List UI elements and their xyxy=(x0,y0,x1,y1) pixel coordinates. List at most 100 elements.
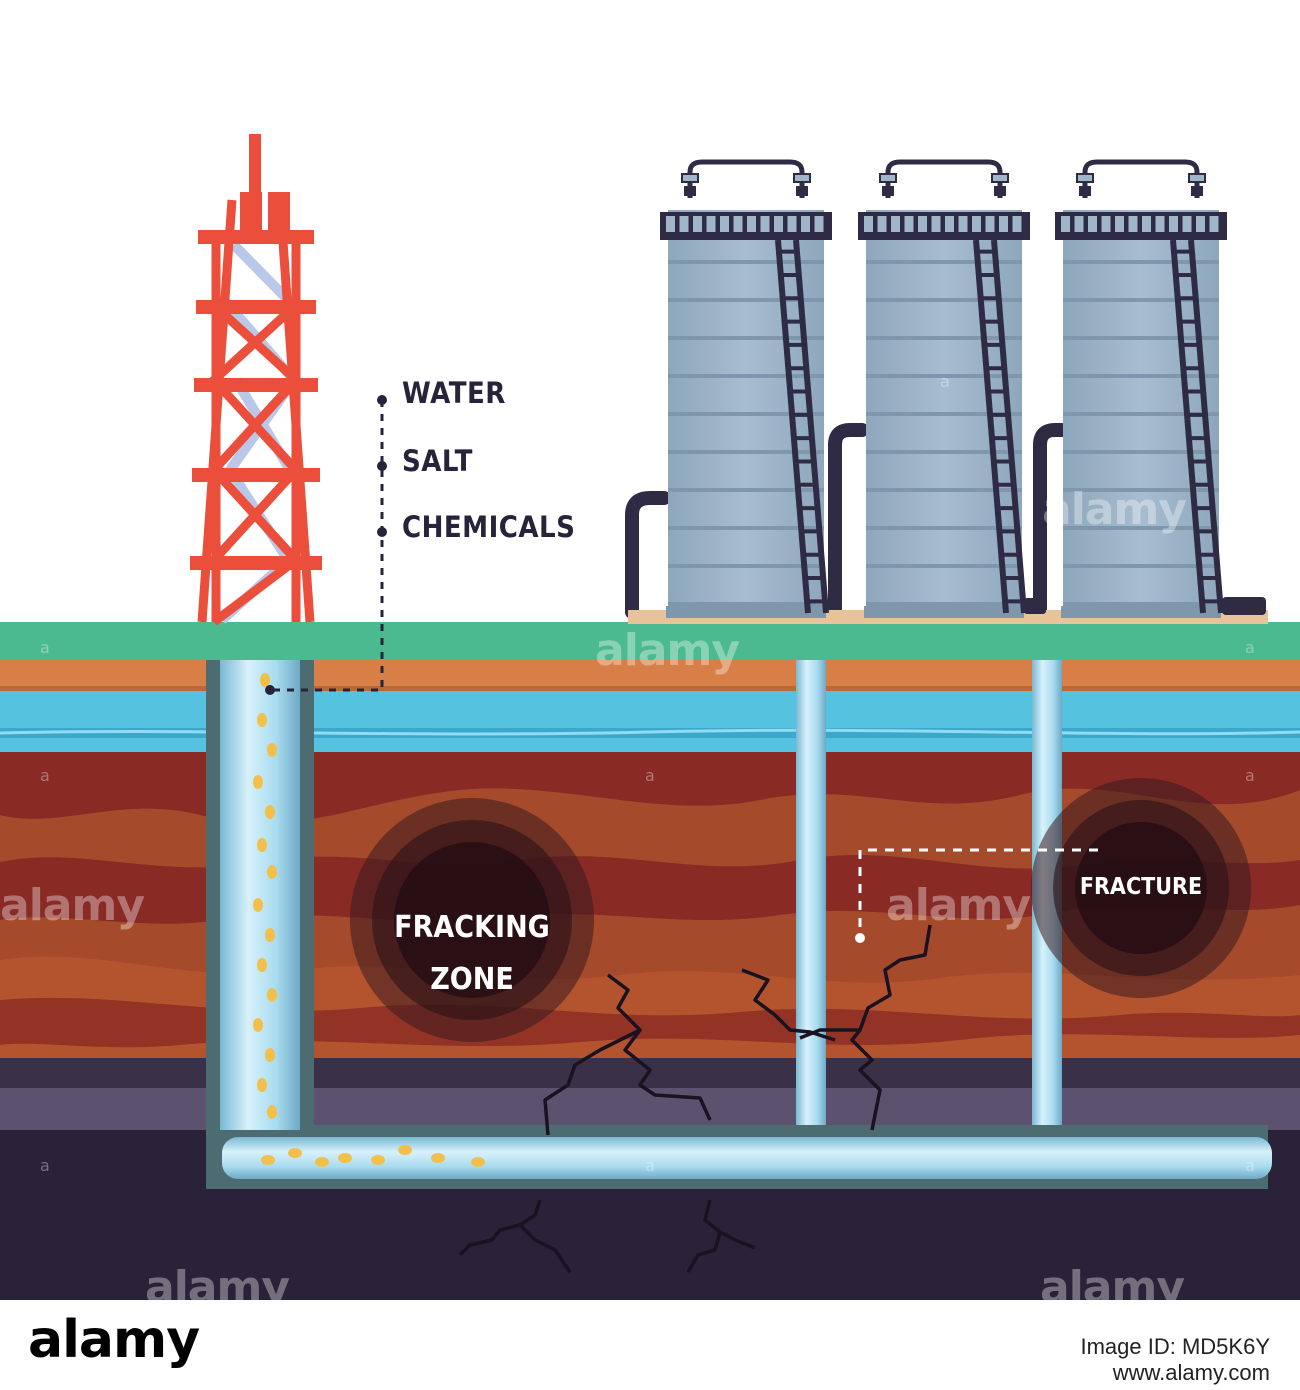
fluid-bead xyxy=(471,1157,485,1167)
tank-base xyxy=(666,606,826,618)
tank-roof-window xyxy=(931,216,941,232)
tank-ring xyxy=(1063,374,1219,378)
tank-ring xyxy=(668,298,824,302)
tank-ring xyxy=(866,526,1022,530)
rock-wave-1 xyxy=(0,752,1300,824)
legend-label-chemicals: CHEMICALS xyxy=(402,510,576,544)
fluid-bead xyxy=(253,898,263,912)
aquifer-layer xyxy=(0,690,1300,752)
legend-label-salt: SALT xyxy=(402,444,473,478)
tank-ring xyxy=(668,526,824,530)
rock-cracks xyxy=(458,924,932,1273)
watermark-mark: a xyxy=(645,766,655,785)
fracking-scene xyxy=(0,134,1300,1300)
fluid-bead xyxy=(257,713,267,727)
tank-ring xyxy=(866,412,1022,416)
tank-ladder-rails xyxy=(973,239,1027,614)
tank-roof-window xyxy=(1142,216,1151,232)
tank-ring xyxy=(1063,336,1219,340)
brand-logo: alamy xyxy=(28,1310,200,1370)
crack-3 xyxy=(741,968,836,1042)
fluid-bead xyxy=(253,1018,263,1032)
fluid-bead xyxy=(315,1157,329,1167)
tank-valve-base xyxy=(684,186,696,196)
tank-handle xyxy=(687,159,805,198)
gate-valve-icon xyxy=(1024,598,1046,614)
tank-roof-window xyxy=(1169,216,1178,232)
bullet-well-entry xyxy=(265,685,275,695)
tank-ladder-rails xyxy=(1170,239,1224,614)
tank-roof-window xyxy=(693,216,702,232)
tank-ring xyxy=(1063,298,1219,302)
tank-roof-window xyxy=(972,216,981,232)
watermark-text: alamy xyxy=(0,880,145,931)
fluid-bead xyxy=(257,1078,267,1092)
tank-ring xyxy=(668,336,824,340)
tank-roof-window xyxy=(801,216,810,232)
tank-roof-window xyxy=(985,216,995,232)
tank-roof-window xyxy=(1074,216,1084,232)
fluid-bead xyxy=(265,928,275,942)
fracking-zone-label-line2: ZONE xyxy=(430,962,514,997)
tank-ring xyxy=(866,374,1022,378)
bullet-salt xyxy=(377,461,387,471)
monitor-pipe-1 xyxy=(796,660,826,1125)
watermark-mark: a xyxy=(1245,638,1255,657)
fluid-bead xyxy=(253,775,263,789)
storage-tanks xyxy=(660,159,1266,618)
tank-roof-window xyxy=(1088,216,1097,232)
fluid-bead xyxy=(261,1155,275,1165)
tank-roof-window xyxy=(787,216,797,232)
tank-ring xyxy=(668,450,824,454)
watermark-mark: a xyxy=(645,1156,655,1175)
tank-roof-window xyxy=(706,216,716,232)
tank-valve-base xyxy=(796,186,808,196)
tank-ring xyxy=(668,412,824,416)
legend-bullets xyxy=(265,395,387,695)
fluid-bead xyxy=(260,673,270,687)
rock-wave-2 xyxy=(0,855,1300,924)
derrick-crossbars xyxy=(190,134,322,570)
tank-ring xyxy=(668,564,824,568)
tank-roof-window xyxy=(877,216,887,232)
tank-ring xyxy=(668,374,824,378)
watermark-mark: a xyxy=(1245,766,1255,785)
crack-2 xyxy=(543,1028,641,1136)
fracture-leader-line xyxy=(858,848,1098,938)
image-id: Image ID: MD5K6Y xyxy=(1080,1334,1270,1359)
crack-8 xyxy=(686,1199,722,1273)
tank-ring xyxy=(668,602,824,606)
fluid-bead xyxy=(257,958,267,972)
tank-handle xyxy=(1082,159,1200,198)
watermark-mark: a xyxy=(1245,1156,1255,1175)
tank-roof-window xyxy=(1101,216,1111,232)
gate-valve-icon xyxy=(1222,597,1266,615)
legend-label-water: WATER xyxy=(402,376,506,410)
tank-roof-window xyxy=(747,216,756,232)
stock-url: www.alamy.com xyxy=(1112,1360,1270,1385)
tank-valve-base xyxy=(994,186,1006,196)
tank-ladder-rails xyxy=(775,239,829,614)
fluid-bead xyxy=(267,988,277,1002)
tank-valve-base xyxy=(1191,186,1203,196)
fluid-beads xyxy=(253,673,485,1167)
fluid-bead xyxy=(288,1148,302,1158)
tank-roof-window xyxy=(814,216,824,232)
tank-ring xyxy=(866,450,1022,454)
fracture-label: FRACTURE xyxy=(1079,874,1203,900)
fluid-bead xyxy=(267,865,277,879)
crack-6 xyxy=(458,1199,542,1257)
fluid-bead xyxy=(257,838,267,852)
tank-roof-window xyxy=(1182,216,1192,232)
tank-handle xyxy=(885,159,1003,198)
crack-1 xyxy=(606,973,712,1121)
fluid-bead xyxy=(371,1155,385,1165)
storage-tank xyxy=(660,159,832,618)
crack-9 xyxy=(719,1230,756,1250)
rock-wave-4 xyxy=(0,997,1300,1048)
tank-ring xyxy=(668,488,824,492)
tank-ring xyxy=(1063,450,1219,454)
storage-tank xyxy=(858,159,1030,618)
tank-roof-window xyxy=(918,216,927,232)
tank-valve-base xyxy=(882,186,894,196)
